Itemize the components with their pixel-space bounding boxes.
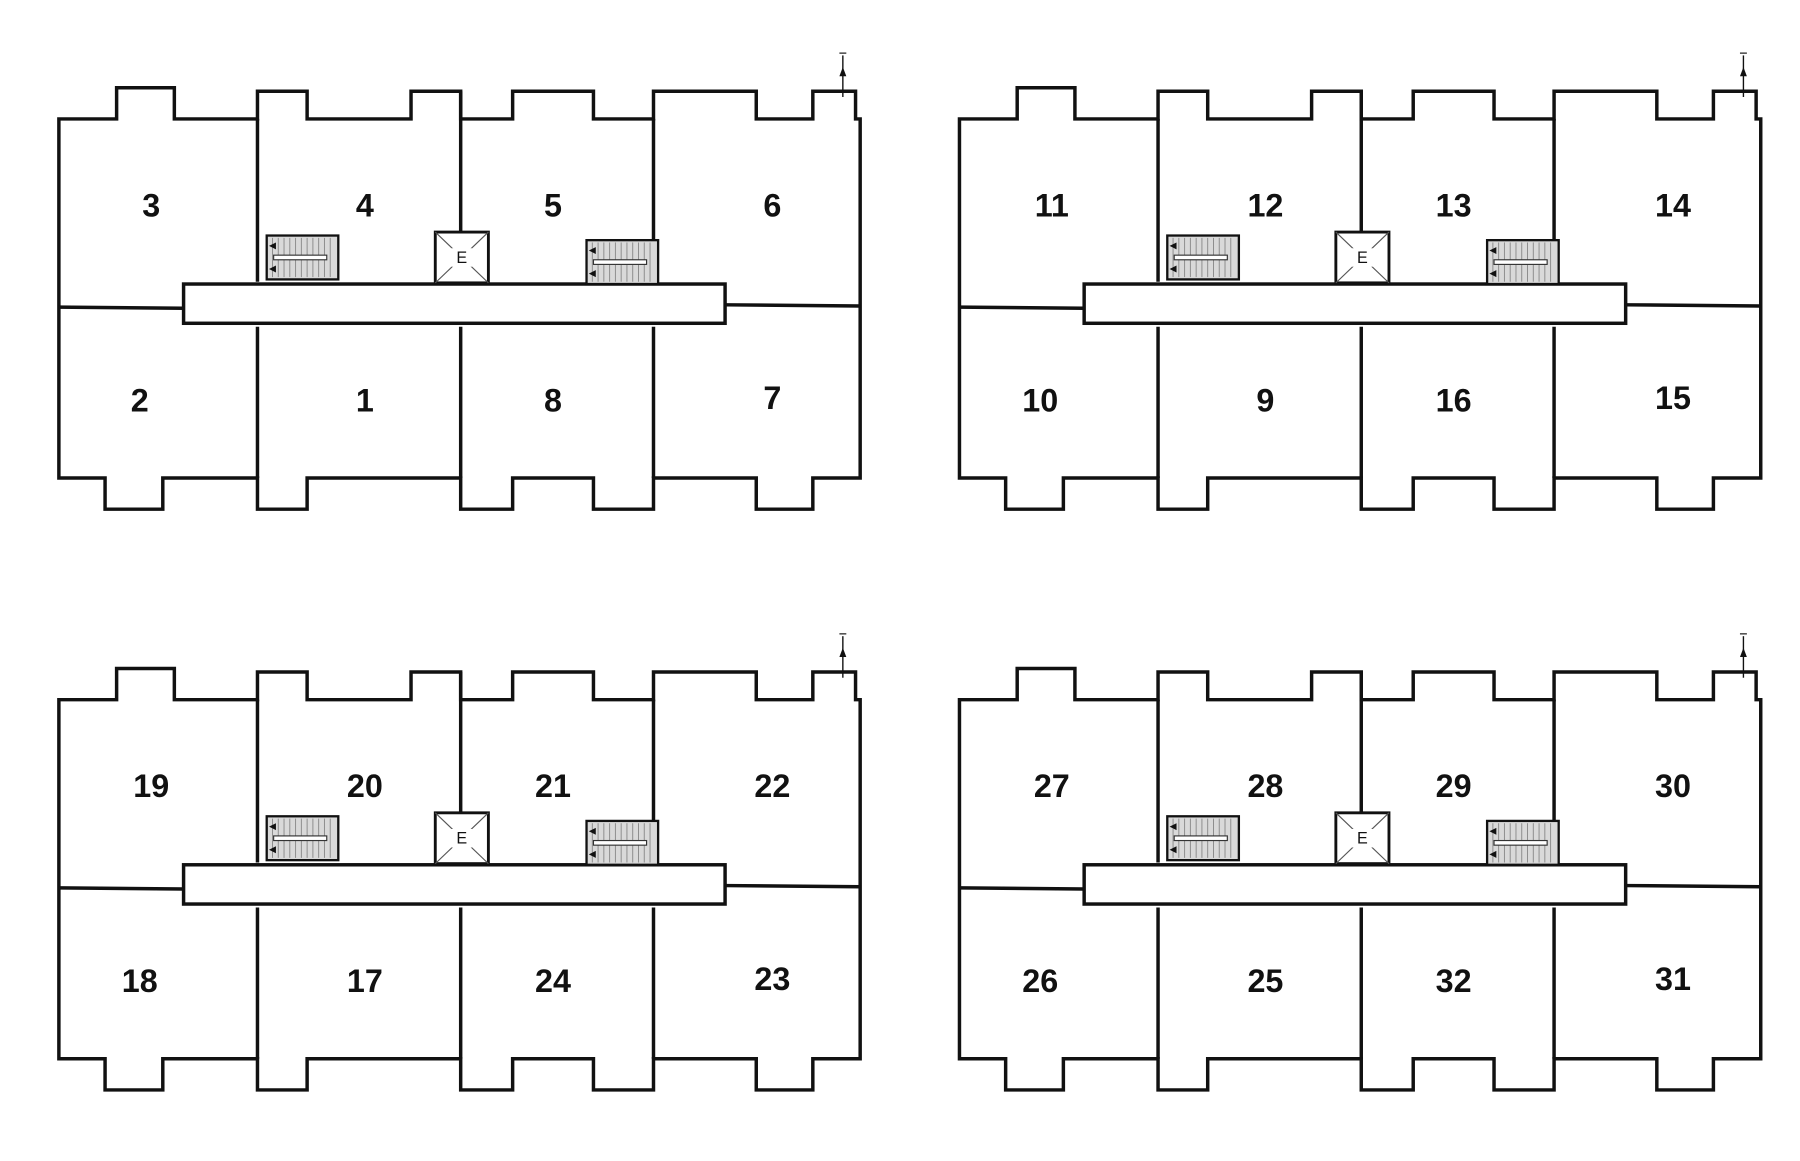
unit-number: 19 bbox=[133, 768, 169, 804]
corridor bbox=[181, 282, 727, 326]
elevator-icon: E bbox=[1334, 811, 1391, 866]
partition-wall bbox=[1625, 303, 1761, 308]
unit-number: 17 bbox=[347, 963, 383, 999]
unit-number: 30 bbox=[1655, 768, 1691, 804]
unit-number: 31 bbox=[1655, 961, 1691, 997]
unit-number: 28 bbox=[1247, 768, 1283, 804]
unit-number: 26 bbox=[1022, 963, 1058, 999]
plan-3: E 19 20 21 22 18 17 24 23 bbox=[57, 633, 862, 1092]
building-outline bbox=[957, 666, 1763, 1092]
unit-number: 4 bbox=[356, 187, 374, 223]
north-arrow-icon bbox=[1739, 52, 1747, 97]
unit-number: 24 bbox=[535, 963, 571, 999]
north-arrow-icon bbox=[839, 52, 847, 97]
unit-number: 11 bbox=[1035, 187, 1069, 223]
partition-wall bbox=[959, 305, 1085, 311]
partition-wall bbox=[58, 886, 184, 891]
unit-number: 13 bbox=[1436, 187, 1472, 223]
unit-number: 14 bbox=[1655, 187, 1691, 223]
building-outline bbox=[57, 86, 862, 511]
partition-wall bbox=[725, 883, 861, 889]
corridor bbox=[1082, 863, 1628, 906]
stairs-icon bbox=[265, 815, 340, 862]
unit-number: 7 bbox=[763, 380, 781, 416]
unit-number: 1 bbox=[356, 382, 374, 418]
unit-number: 23 bbox=[754, 961, 790, 997]
unit-number: 10 bbox=[1022, 382, 1058, 418]
plan-2: E 11 12 13 14 10 9 16 15 bbox=[957, 52, 1763, 511]
building-outline bbox=[57, 666, 862, 1092]
unit-number: 32 bbox=[1436, 963, 1472, 999]
unit-number: 18 bbox=[122, 963, 158, 999]
unit-number: 25 bbox=[1247, 963, 1283, 999]
building-outline bbox=[957, 86, 1763, 511]
unit-number: 3 bbox=[142, 187, 160, 223]
unit-number: 16 bbox=[1436, 382, 1472, 418]
unit-number: 12 bbox=[1247, 187, 1283, 223]
stairs-icon bbox=[1485, 819, 1560, 866]
unit-number: 15 bbox=[1655, 380, 1691, 416]
unit-number: 5 bbox=[544, 187, 562, 223]
elevator-icon: E bbox=[433, 230, 490, 285]
elevator-label: E bbox=[456, 249, 467, 267]
partition-wall bbox=[725, 303, 861, 308]
unit-number: 22 bbox=[754, 768, 790, 804]
plan-1: E 3 4 5 6 2 1 8 7 bbox=[57, 52, 862, 511]
north-arrow-icon bbox=[839, 633, 847, 678]
stairs-icon bbox=[265, 234, 340, 281]
stairs-icon bbox=[1485, 238, 1560, 286]
stairs-icon bbox=[1166, 815, 1241, 862]
elevator-label: E bbox=[1357, 249, 1368, 267]
unit-number: 27 bbox=[1034, 768, 1070, 804]
elevator-label: E bbox=[1357, 830, 1368, 848]
corridor bbox=[1082, 282, 1628, 326]
corridor bbox=[181, 863, 727, 906]
plan-4: E 27 28 29 30 26 25 32 31 bbox=[957, 633, 1763, 1092]
partition-wall bbox=[58, 305, 184, 311]
unit-number: 8 bbox=[544, 382, 562, 418]
unit-number: 21 bbox=[535, 768, 571, 804]
stairs-icon bbox=[585, 819, 660, 866]
stairs-icon bbox=[585, 238, 660, 286]
unit-number: 9 bbox=[1256, 382, 1274, 418]
stairs-icon bbox=[1166, 234, 1241, 281]
unit-number: 20 bbox=[347, 768, 383, 804]
elevator-label: E bbox=[456, 830, 467, 848]
elevator-icon: E bbox=[433, 811, 490, 866]
partition-wall bbox=[959, 886, 1085, 891]
partition-wall bbox=[1625, 883, 1761, 889]
unit-number: 29 bbox=[1436, 768, 1472, 804]
north-arrow-icon bbox=[1739, 633, 1747, 678]
unit-number: 2 bbox=[131, 382, 149, 418]
unit-number: 6 bbox=[763, 187, 781, 223]
elevator-icon: E bbox=[1334, 230, 1391, 285]
